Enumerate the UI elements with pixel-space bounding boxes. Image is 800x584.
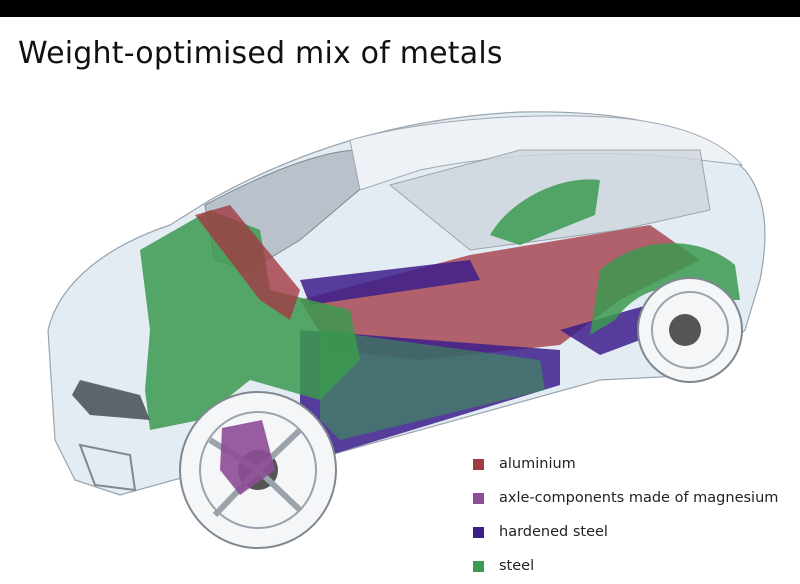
hardened-steel-swatch xyxy=(473,526,484,538)
steel-sill-panel xyxy=(320,330,545,440)
legend-label: steel xyxy=(499,558,535,574)
front-grille xyxy=(78,443,137,492)
floor-pan xyxy=(300,225,700,360)
magnesium-swatch xyxy=(473,492,484,504)
steel-seat-back xyxy=(490,179,600,245)
page-title: Weight-optimised mix of metals xyxy=(18,36,503,71)
legend-label: axle-components made of magnesium xyxy=(499,490,779,506)
headlight xyxy=(72,380,150,420)
steel-swatch xyxy=(473,560,484,572)
aluminium-a-pillar xyxy=(195,205,300,320)
top-black-bar xyxy=(0,0,800,17)
legend-item-aluminium: aluminium xyxy=(473,447,778,481)
car-body-structure-illustration xyxy=(47,111,766,549)
legend: aluminium axle-components made of magnes… xyxy=(473,447,778,583)
legend-label: hardened steel xyxy=(499,524,608,540)
aluminium-swatch xyxy=(473,458,484,470)
steel-front-structure xyxy=(140,210,360,430)
rear-wheel xyxy=(637,277,743,383)
hardened-steel-pillar xyxy=(300,260,480,305)
legend-item-magnesium: axle-components made of magnesium xyxy=(473,481,778,515)
legend-item-steel: steel xyxy=(473,549,778,583)
magnesium-axle-component xyxy=(220,420,275,495)
legend-item-hardened-steel: hardened steel xyxy=(473,515,778,549)
steel-rear-arch xyxy=(590,243,740,335)
legend-label: aluminium xyxy=(499,456,576,472)
